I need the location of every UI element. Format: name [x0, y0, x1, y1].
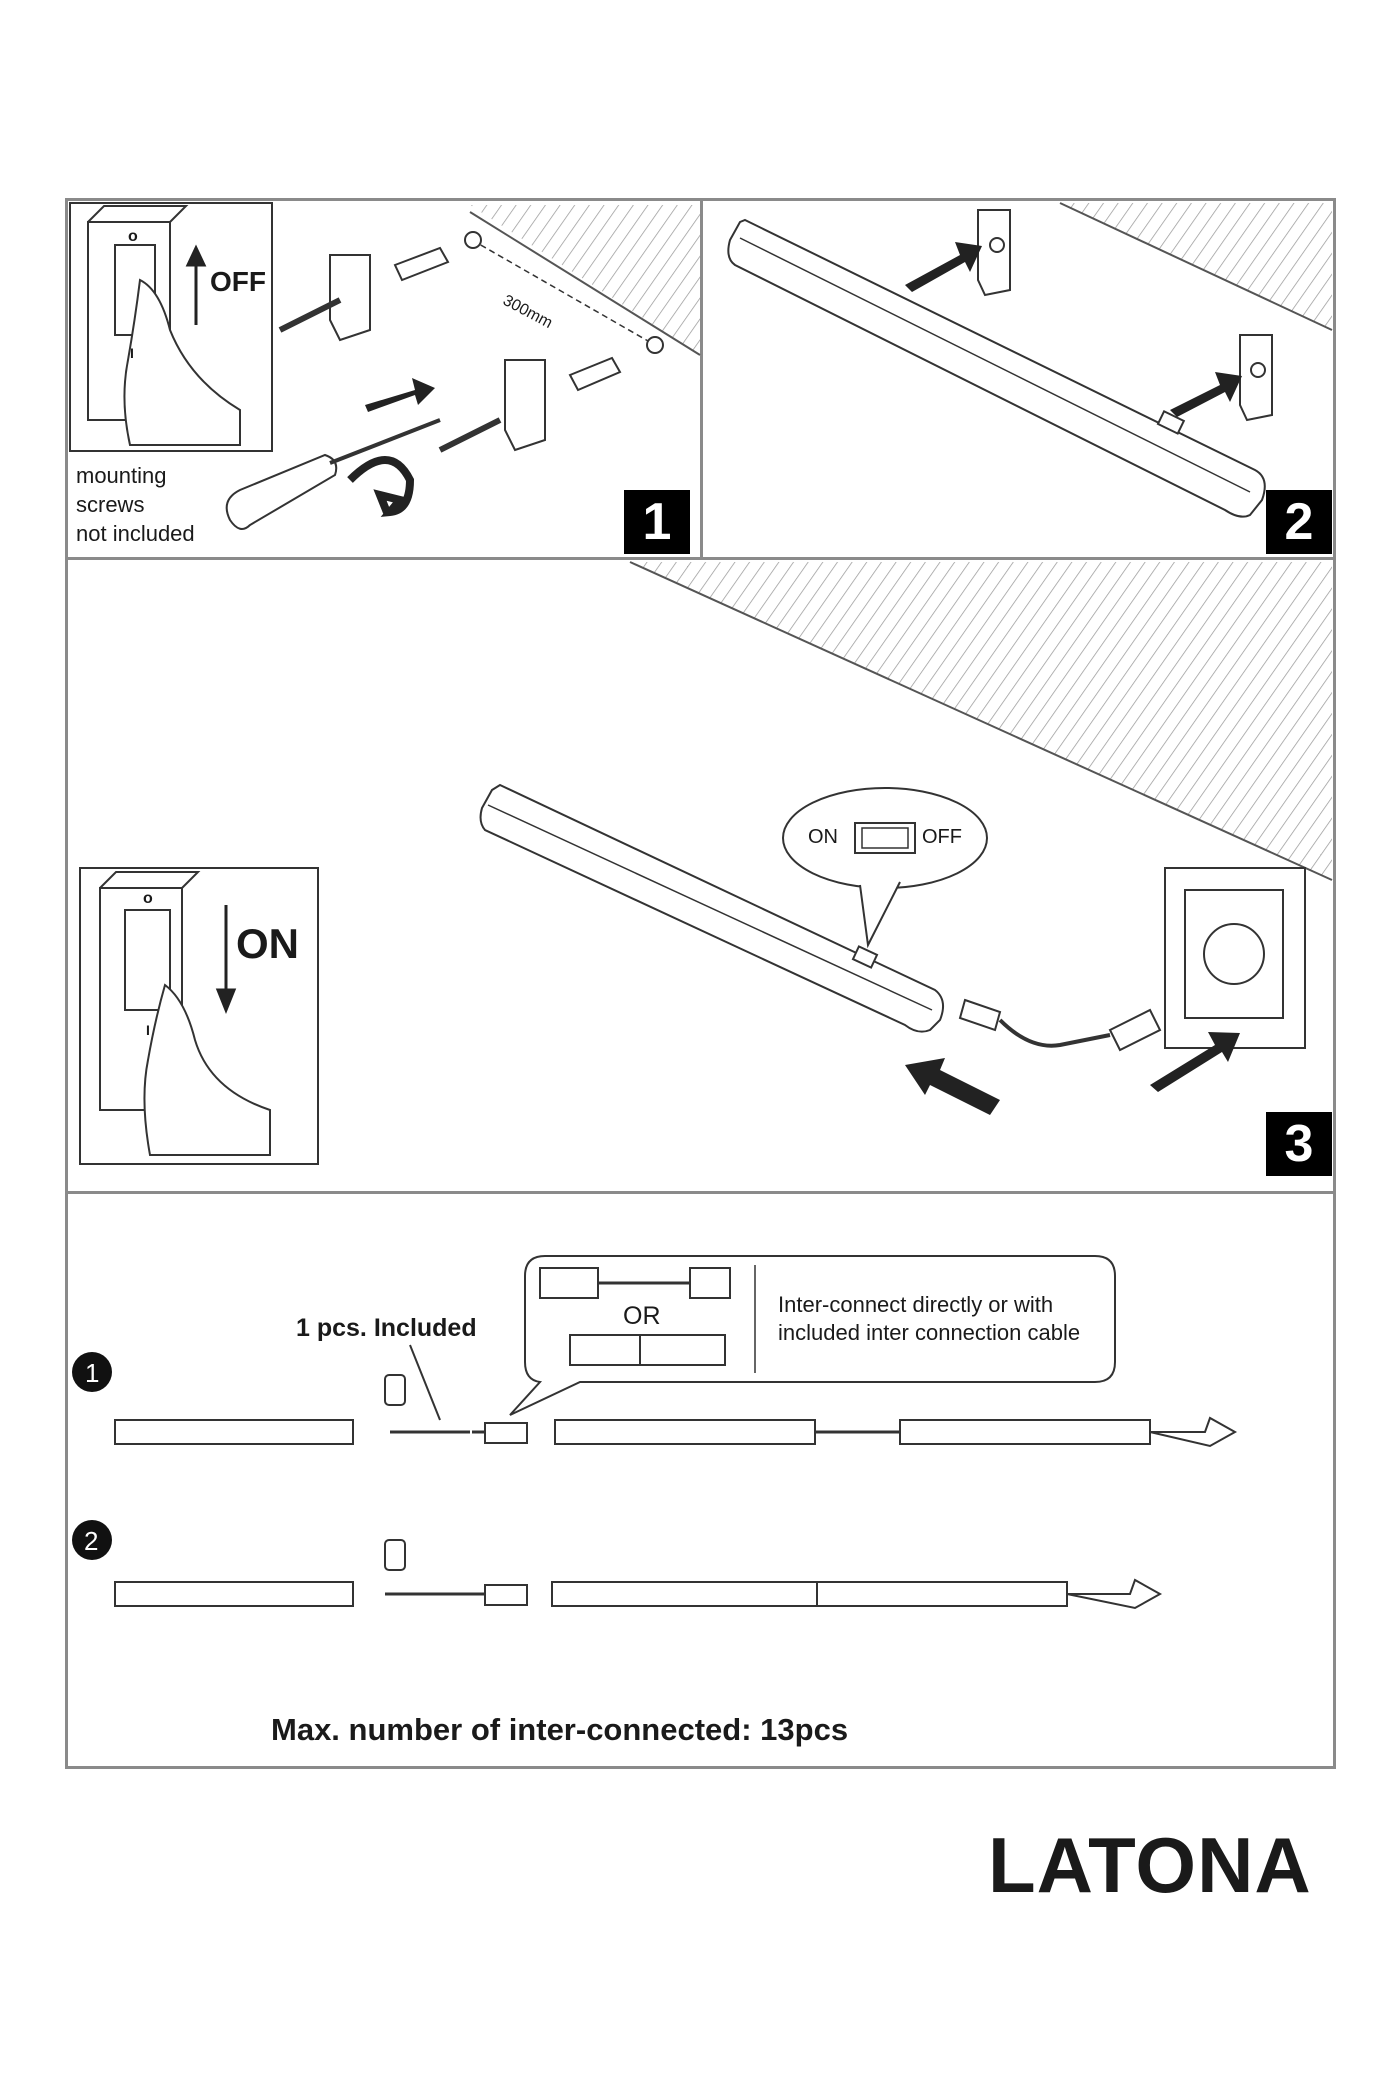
- option-1-badge: [72, 1352, 112, 1392]
- bracket-top: [977, 209, 1011, 297]
- switch-bottom-mark: I: [130, 345, 134, 361]
- arrow-up-right-icon-1: [905, 242, 982, 292]
- cable-plug-2: [484, 1584, 528, 1606]
- callout-text-line-2: included inter connection cable: [778, 1320, 1081, 1345]
- arrow-up-icon: [185, 244, 207, 325]
- brand-title: LATONA: [988, 1821, 1312, 1909]
- wall-plug-top: [393, 246, 450, 282]
- bracket-screw-top: [989, 237, 1005, 253]
- hand-icon-3: [143, 983, 271, 1156]
- light-bar-joined-2a: [551, 1581, 818, 1607]
- light-bar-single-1: [114, 1419, 354, 1445]
- wall-edge-2: [1059, 202, 1333, 331]
- switch-top-mark: o: [128, 228, 138, 245]
- rocker-switch: [1156, 409, 1186, 435]
- light-bar-edge: [739, 237, 1251, 493]
- callout-bar-a: [539, 1267, 599, 1299]
- light-bar-chain-1b: [899, 1419, 1151, 1445]
- rotate-arrow-icon: [347, 456, 415, 517]
- callout-bar-d: [639, 1334, 726, 1366]
- arrow-down-icon: [215, 905, 237, 1015]
- max-interconnect-label: Max. number of inter-connected: 13pcs: [271, 1712, 849, 1747]
- socket-icon: [1203, 923, 1265, 985]
- off-label: OFF: [210, 266, 266, 297]
- mounting-bracket-top: [329, 254, 371, 342]
- step-number-1: 1: [624, 490, 690, 554]
- bubble-switch-rocker: [861, 827, 909, 849]
- pointer-line: [409, 1344, 441, 1421]
- cable-plug-1: [484, 1422, 528, 1444]
- wall-hatch: [470, 205, 700, 355]
- drill-hole-top: [464, 231, 482, 249]
- wall-socket-inner: [1184, 889, 1284, 1019]
- connector-clip-1: [384, 1374, 406, 1406]
- callout-bar-c: [569, 1334, 641, 1366]
- on-label: ON: [236, 920, 299, 967]
- connector-clip-2: [384, 1539, 406, 1571]
- option-2-label: 2: [84, 1526, 99, 1556]
- mains-plug-2: [1066, 1578, 1163, 1610]
- wall-edge: [469, 211, 701, 356]
- bubble-on-label: ON: [808, 826, 838, 848]
- distance-line: [471, 239, 656, 346]
- bubble-tail: [859, 881, 901, 949]
- mounting-note-line-1: mounting: [76, 463, 167, 488]
- light-bar-3-edge: [487, 804, 933, 1011]
- mounting-note-line-3: not included: [76, 521, 195, 546]
- option-1-label: 1: [85, 1358, 100, 1388]
- screw-top: [278, 297, 342, 333]
- screwdriver-shaft: [329, 418, 441, 465]
- bracket-screw-bottom: [1250, 362, 1266, 378]
- light-bar-single-2: [114, 1581, 354, 1607]
- step-number-2: 2: [1266, 490, 1332, 554]
- callout-text-line-1: Inter-connect directly or with: [778, 1292, 1054, 1317]
- mounting-bracket-bottom: [504, 359, 546, 452]
- light-bar-joined-2b: [816, 1581, 1068, 1607]
- interconnect-callout-box: [509, 1255, 1116, 1416]
- mains-plug: [1108, 1008, 1162, 1052]
- arrow-left-icon: [905, 1058, 1000, 1115]
- drill-hole-bottom: [646, 336, 664, 354]
- power-cable: [998, 1018, 1111, 1048]
- or-label: OR: [623, 1302, 661, 1330]
- switch-bottom-mark-3: I: [146, 1022, 150, 1038]
- light-bar-chain-1a: [554, 1419, 816, 1445]
- wall-plug-bottom: [568, 356, 622, 392]
- option-2-badge: [72, 1520, 112, 1560]
- light-bar: [727, 218, 1266, 518]
- hand-icon: [123, 278, 241, 446]
- callout-bar-b: [689, 1267, 731, 1299]
- step-number-3: 3: [1266, 1112, 1332, 1176]
- included-label: 1 pcs. Included: [296, 1314, 477, 1342]
- arrow-right-icon: [365, 378, 435, 412]
- rocker-switch-3: [851, 945, 879, 969]
- panel-interconnect: [65, 1191, 1336, 1769]
- screw-bottom: [438, 417, 502, 453]
- switch-top-mark-3: o: [143, 890, 153, 907]
- bubble-off-label: OFF: [922, 826, 962, 848]
- wall-edge-3: [629, 561, 1333, 881]
- mounting-note-line-2: screws: [76, 492, 145, 517]
- arrow-up-right-icon-2: [1170, 372, 1242, 417]
- connector-plug: [958, 998, 1002, 1032]
- mains-plug-1: [1149, 1416, 1238, 1448]
- arrow-up-right-icon-3: [1150, 1032, 1240, 1092]
